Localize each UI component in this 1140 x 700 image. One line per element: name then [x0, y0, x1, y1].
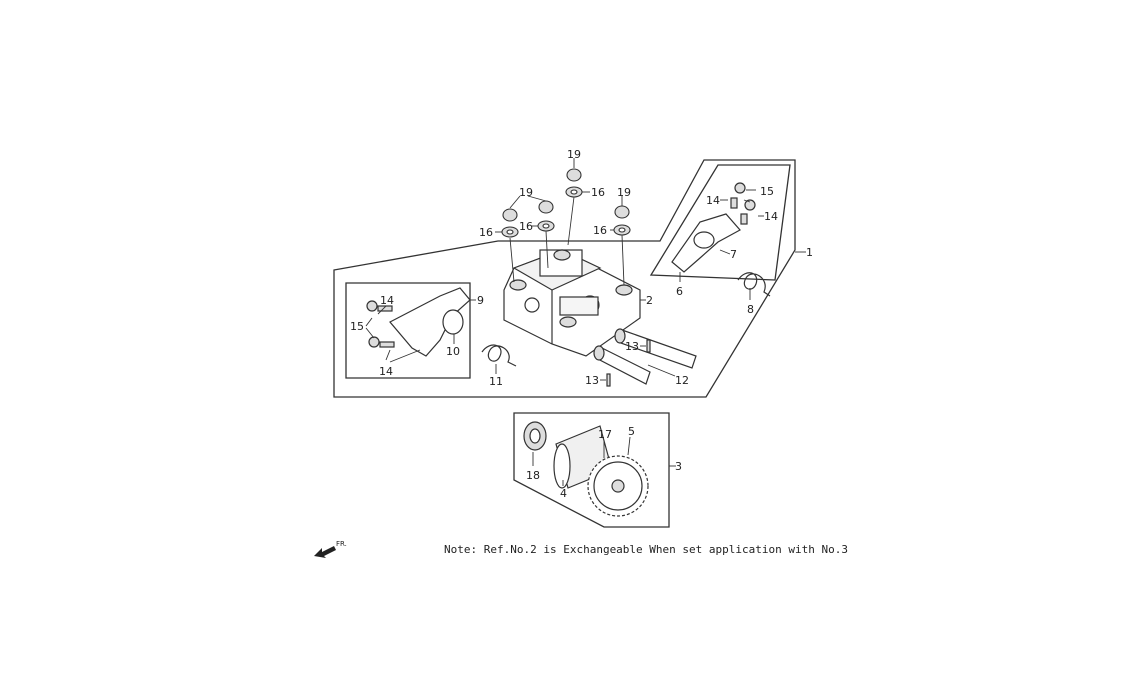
rocker-arm-left	[366, 287, 471, 357]
rocker-shafts	[593, 328, 697, 387]
leader-lines	[365, 158, 806, 486]
group-1-outline	[333, 159, 796, 398]
front-direction-arrow: FR.	[314, 540, 347, 558]
group-3-outline	[513, 412, 670, 528]
direction-label: FR.	[336, 540, 347, 548]
callout-4: 4	[560, 487, 567, 500]
callout-18: 18	[526, 469, 540, 482]
callout-16-b: 16	[519, 220, 533, 233]
callout-12: 12	[675, 374, 689, 387]
callout-6: 6	[676, 285, 683, 298]
callout-19-c: 19	[617, 186, 631, 199]
rocker-arm-right	[671, 182, 756, 273]
callout-labels: 1 2 3 4 5 6 7 8 9 10 11 12 13 13 14 14 1…	[350, 148, 813, 500]
callout-13-lower: 13	[585, 374, 599, 387]
callout-14-right-upper: 14	[706, 194, 720, 207]
callout-2: 2	[646, 294, 653, 307]
callout-1: 1	[806, 246, 813, 259]
callout-15-right: 15	[760, 185, 774, 198]
washers-and-nuts	[501, 168, 631, 238]
callout-16-d: 16	[593, 224, 607, 237]
callout-16-c: 16	[591, 186, 605, 199]
arrow-icon	[314, 546, 336, 558]
callout-13-upper: 13	[625, 340, 639, 353]
callout-19-b: 19	[567, 148, 581, 161]
callout-14-left-upper: 14	[380, 294, 394, 307]
callout-9: 9	[477, 294, 484, 307]
callout-11: 11	[489, 375, 503, 388]
callout-15-left: 15	[350, 320, 364, 333]
springs	[481, 272, 771, 367]
callout-3: 3	[675, 460, 682, 473]
callout-8: 8	[747, 303, 754, 316]
callout-5: 5	[628, 425, 635, 438]
callout-16-a: 16	[479, 226, 493, 239]
diagram-note: Note: Ref.No.2 is Exchangeable When set …	[444, 543, 848, 556]
group-6-outline	[649, 164, 791, 281]
group-9-outline	[345, 282, 471, 379]
callout-7: 7	[730, 248, 737, 261]
callout-14-right-lower: 14	[764, 210, 778, 223]
camshaft-assembly	[523, 421, 649, 517]
callout-17: 17	[598, 428, 612, 441]
callout-19-a: 19	[519, 186, 533, 199]
callout-14-left-lower: 14	[379, 365, 393, 378]
callout-10: 10	[446, 345, 460, 358]
